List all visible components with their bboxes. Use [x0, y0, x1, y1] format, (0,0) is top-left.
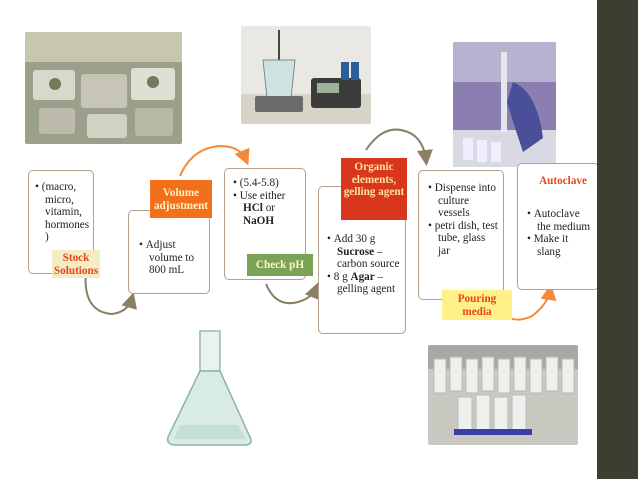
side-band	[597, 0, 638, 479]
conical-flask-photo	[150, 325, 268, 455]
organic-elements-label: Organic elements, gelling agent	[341, 158, 407, 220]
vessel-types-bullet: petri dish, test tube, glass jar	[428, 220, 499, 258]
volume-adjustment-bullet: Adjust volume to 800 mL	[139, 239, 205, 277]
volume-adjustment-card: Adjust volume to 800 mL	[128, 210, 210, 294]
agar-text: Agar	[350, 270, 375, 283]
ph-use-bullet: Use either HCl or NaOH	[233, 190, 301, 228]
arrow-volume-to-ph	[179, 144, 250, 177]
stock-solutions-photo	[25, 32, 182, 144]
ph-meter-photo	[241, 26, 371, 124]
dispense-bullet: Dispense into culture vessels	[428, 182, 499, 220]
check-ph-label: Check pH	[247, 254, 313, 276]
pouring-media-label: Pouring media	[442, 290, 512, 320]
pipetting-photo	[453, 42, 556, 167]
autoclave-bullet: Autoclave the medium	[527, 208, 594, 233]
arrow-organic-to-pouring	[365, 128, 433, 166]
stock-solutions-bullet: (macro, micro, vitamin, hormones )	[35, 181, 89, 244]
sucrose-bullet: Add 30 g Sucrose – carbon source	[327, 233, 401, 271]
volume-adjustment-label: Volume adjustment	[150, 180, 212, 218]
pouring-media-card: Dispense into culture vessels petri dish…	[418, 170, 504, 300]
naoh-text: NaOH	[243, 214, 275, 227]
culture-vessels-photo	[428, 345, 578, 445]
hcl-text: HCl	[243, 202, 263, 215]
autoclave-label: Autoclave	[530, 172, 596, 190]
make-slang-bullet: Make it slang	[527, 233, 594, 258]
arrow-ph-to-organic	[265, 282, 320, 305]
sucrose-text: Sucrose	[337, 245, 375, 258]
ph-range-bullet: (5.4-5.8)	[233, 177, 301, 190]
slide: (macro, micro, vitamin, hormones ) Stock…	[0, 0, 597, 479]
stock-solutions-label: Stock Solutions	[52, 250, 100, 278]
arrow-stock-to-volume	[84, 269, 137, 316]
agar-bullet: 8 g Agar – gelling agent	[327, 271, 401, 296]
